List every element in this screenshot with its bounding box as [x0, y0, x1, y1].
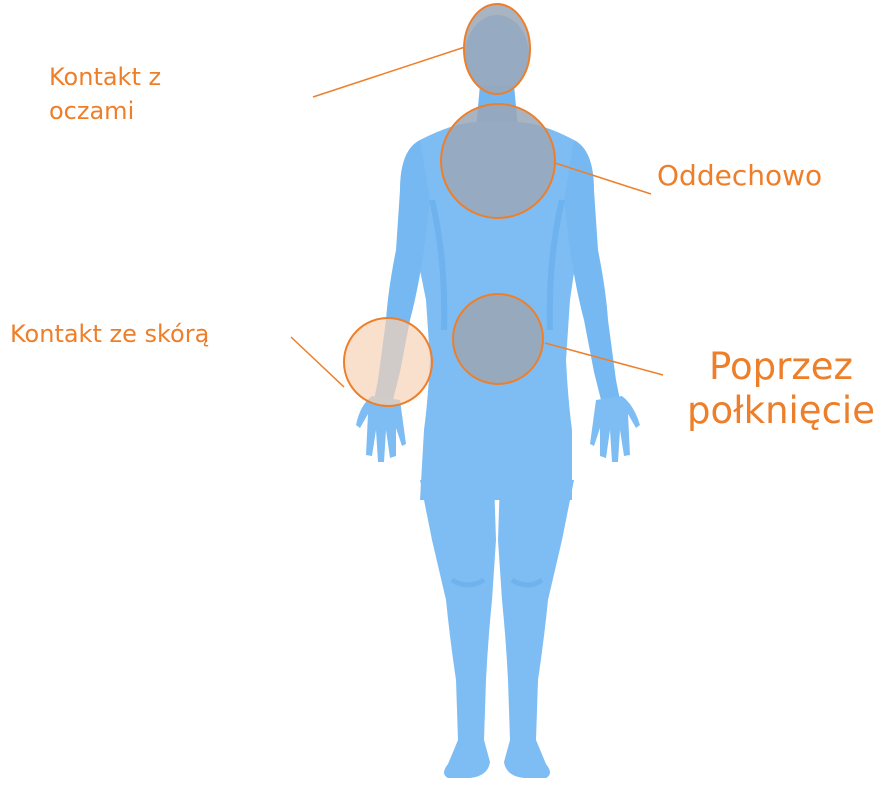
respiratory-label: Oddechowo — [657, 158, 822, 194]
eyes-contact-label: Kontakt z oczami — [49, 60, 249, 128]
right-hand — [590, 396, 640, 462]
eyes-leader-line — [313, 47, 465, 97]
skin-leader-line — [291, 337, 344, 387]
ingestion-label: Poprzez połknięcie — [676, 345, 886, 433]
ingestion-highlight-circle — [453, 294, 543, 384]
respiratory-highlight-circle — [441, 104, 555, 218]
right-leg — [498, 480, 574, 778]
skin-contact-label: Kontakt ze skórą — [10, 318, 209, 350]
skin-highlight-circle — [344, 318, 432, 406]
eyes-highlight-circle — [464, 4, 530, 94]
left-leg — [420, 480, 496, 778]
